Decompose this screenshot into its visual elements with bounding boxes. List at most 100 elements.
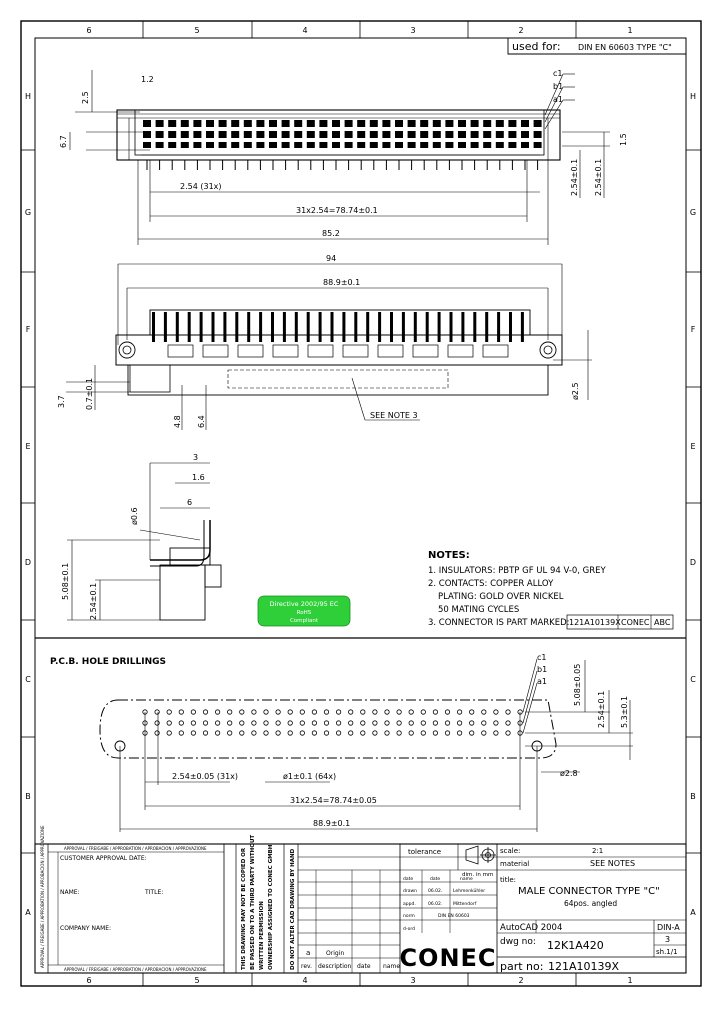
approval-name-label: NAME: <box>60 889 80 896</box>
contact-cell <box>332 142 340 148</box>
pcb-hole <box>202 720 209 726</box>
pcb-hole <box>311 709 317 715</box>
contact-pin <box>247 312 251 342</box>
frame-zone-labels: 6 5 4 3 2 1 6 5 4 3 2 1 H G F E D C B A … <box>25 26 696 985</box>
contact-cell <box>269 120 277 127</box>
contact-pin <box>378 312 382 342</box>
contact-cell <box>495 131 504 138</box>
pcb-hole <box>239 709 245 715</box>
contact-cell <box>332 131 340 138</box>
rohs-line2: RoHS <box>297 610 312 616</box>
pcb-hole <box>178 709 184 715</box>
cad-value: AutoCAD 2004 <box>500 923 562 933</box>
dwg-label: dwg no: <box>500 937 536 947</box>
contact-cell <box>420 131 429 138</box>
front-row-label-c1: c1 <box>553 69 563 78</box>
pcb-hole <box>263 720 269 726</box>
contact-pin <box>282 312 286 342</box>
dim-left-b: 0.7±0.1 <box>85 378 94 410</box>
pcb-hole <box>166 720 172 726</box>
contact-cell <box>306 142 315 148</box>
pcb-drilling-view: P.C.B. HOLE DRILLINGS 2.54 <box>50 653 633 832</box>
contact-cell <box>294 131 303 138</box>
sheet-value: sh.1/1 <box>656 948 678 956</box>
pcb-hole <box>432 720 438 726</box>
pcb-hole <box>275 709 281 715</box>
contact-cell <box>483 142 492 148</box>
pcb-hole <box>275 730 281 736</box>
contact-cell <box>382 142 391 148</box>
contact-cell <box>407 120 416 127</box>
contact-cell <box>319 120 328 127</box>
pcb-hole <box>190 709 196 715</box>
pcb-hole <box>456 730 463 736</box>
contact-cell <box>243 120 252 127</box>
pcb-hole <box>396 720 402 726</box>
dim-top-offset: 1.2 <box>141 75 154 84</box>
pcb-hole <box>444 730 451 736</box>
sign-row-date-name: name <box>460 877 473 882</box>
contact-cell <box>281 120 290 127</box>
pcb-hole <box>348 730 354 736</box>
row-label-g: G <box>25 208 31 217</box>
contact-cell <box>193 142 202 148</box>
contact-cell <box>382 120 391 127</box>
pcb-row-label-c1: c1 <box>537 653 547 662</box>
title-label: title: <box>500 876 516 884</box>
pin-block <box>237 344 264 358</box>
marking-code: ABC <box>654 618 671 627</box>
dim-right-height: 1.5 <box>619 133 628 146</box>
col-label-1: 1 <box>627 26 632 35</box>
contact-pin <box>163 312 167 342</box>
pcb-hole <box>493 709 499 715</box>
contact-cell <box>445 142 454 148</box>
scale-label: scale: <box>500 847 520 855</box>
contact-cell <box>256 131 265 138</box>
pcb-hole <box>251 730 257 736</box>
contact-cell <box>458 120 466 127</box>
contact-cell <box>206 131 214 138</box>
col-label-2: 2 <box>518 26 523 35</box>
company-name-label: COMPANY NAME: <box>60 925 111 932</box>
contact-cell <box>269 131 277 138</box>
contact-cell <box>193 131 202 138</box>
pin-block <box>447 344 474 358</box>
contact-cell <box>306 120 315 127</box>
dim-base-b: 6.4 <box>197 415 206 428</box>
subtitle-value: 64pos. angled <box>564 899 617 908</box>
rev-row-rev: a <box>306 949 310 957</box>
col-label-3: 3 <box>410 26 415 35</box>
pin-block <box>272 344 299 358</box>
contact-cell <box>281 142 290 148</box>
sign-row-drawn-date: 06.02. <box>428 888 442 894</box>
contact-pin <box>461 312 465 342</box>
contact-cell <box>420 120 429 127</box>
col-label-6: 6 <box>86 26 91 35</box>
part-label: part no: <box>500 960 543 973</box>
col-label-3-bottom: 3 <box>410 976 415 985</box>
side-view: 3 1.6 ø0.6 6 5.08±0.1 2.54±0.1 <box>61 453 222 621</box>
pcb-hole <box>372 720 378 726</box>
pcb-hole <box>360 709 366 715</box>
pcb-hole <box>178 720 184 726</box>
sign-row-drawn-role: drawn <box>403 888 417 894</box>
notes-block: NOTES: 1. INSULATORS: PBTP GF UL 94 V-0,… <box>428 550 674 630</box>
pcb-hole <box>287 709 293 715</box>
sign-row-dord-role: d-ord <box>403 926 415 932</box>
tolerance-label: tolerance <box>408 848 441 856</box>
marking-brand: CONEC <box>621 618 650 627</box>
dim-pcb-overall: 88.9±0.1 <box>313 819 350 828</box>
contact-cell <box>168 142 177 148</box>
pcb-hole <box>299 730 305 736</box>
dim-row-pitch: 2.54±0.1 <box>570 159 579 196</box>
contact-cell <box>432 131 441 138</box>
front-row-label-b1: b1 <box>553 82 563 91</box>
front-view-contacts <box>143 120 542 170</box>
dim-side-mid: 1.6 <box>192 473 205 482</box>
contact-pin <box>318 312 322 342</box>
contact-cell <box>395 120 403 127</box>
copyright-line-2: BE PASSED ON TO A THIRD PARTY WITHOUT <box>250 835 256 970</box>
contact-cell <box>521 131 529 138</box>
contact-pin <box>449 312 453 342</box>
